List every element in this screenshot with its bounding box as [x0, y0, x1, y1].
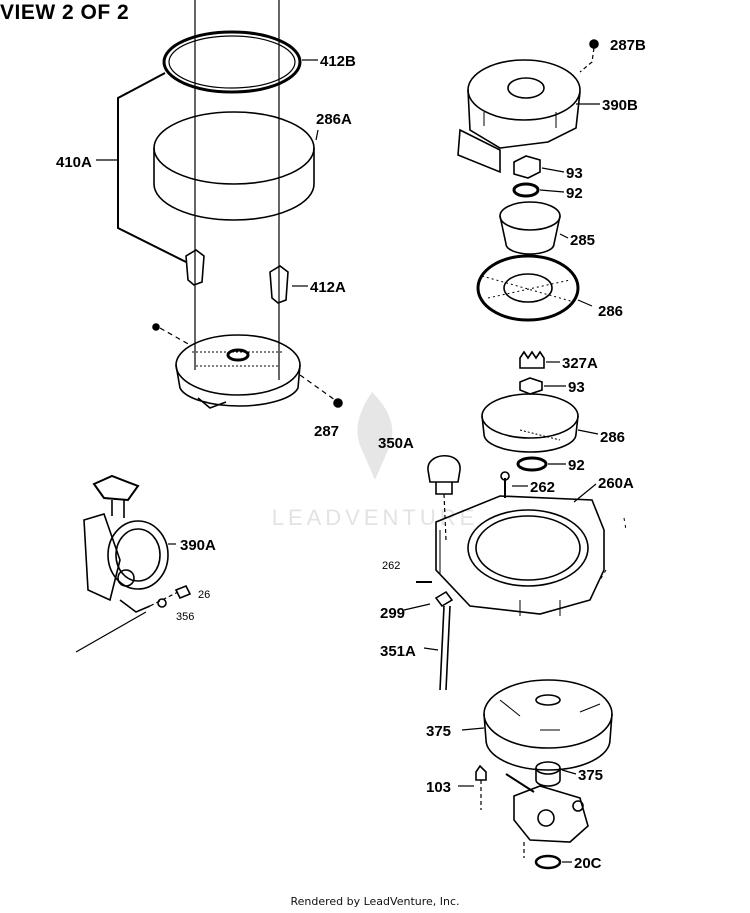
watermark-text: LEADVENTURE — [272, 505, 479, 530]
label-103: 103 — [426, 779, 451, 796]
footer-credit: Rendered by LeadVenture, Inc. — [290, 895, 460, 908]
label-412a: 412A — [310, 279, 346, 296]
part-286-filter-disk — [481, 393, 579, 453]
label-299: 299 — [380, 605, 405, 622]
label-412b: 412B — [320, 53, 356, 70]
part-286a-filter — [153, 111, 315, 221]
part-93-nut-lower — [519, 377, 543, 395]
label-262-lower: 262 — [382, 560, 400, 572]
part-carburetor-assembly — [505, 773, 589, 843]
label-287: 287 — [314, 423, 339, 440]
label-262-upper: 262 — [530, 479, 555, 496]
part-351a-hose — [439, 605, 451, 691]
label-92-lower: 92 — [568, 457, 585, 474]
label-351a: 351A — [380, 643, 416, 660]
page-title: VIEW 2 OF 2 — [0, 1, 130, 24]
part-375-pulley — [535, 761, 561, 787]
part-390b-cover — [457, 59, 581, 174]
part-412a-clips — [185, 249, 289, 304]
label-327a: 327A — [562, 355, 598, 372]
label-93-upper: 93 — [566, 165, 583, 182]
part-260a-blower-housing — [435, 495, 605, 616]
label-286-lower: 286 — [600, 429, 625, 446]
label-390a: 390A — [180, 537, 216, 554]
label-260a: 260A — [598, 475, 634, 492]
label-410a: 410A — [56, 154, 92, 171]
label-375-upper: 375 — [426, 723, 451, 740]
label-286-upper: 286 — [598, 303, 623, 320]
label-20c: 20C — [574, 855, 602, 872]
part-92-washer-lower — [516, 456, 548, 472]
part-286-foam-ring-upper — [476, 254, 580, 322]
part-285-cup — [499, 201, 561, 255]
label-92-upper: 92 — [566, 185, 583, 202]
label-350a: 350A — [378, 435, 414, 452]
part-350a-primer-bulb — [427, 455, 461, 495]
part-327a-gear — [519, 350, 545, 369]
part-93-nut-upper — [513, 155, 541, 179]
part-92-washer-upper — [512, 182, 540, 198]
part-20c-washer — [534, 854, 562, 870]
label-287b: 287B — [610, 37, 646, 54]
part-390a-side-starter — [83, 474, 169, 613]
watermark-logo — [357, 392, 393, 480]
label-375-lower: 375 — [578, 767, 603, 784]
part-375-rewind-starter — [483, 679, 613, 771]
label-93-lower: 93 — [568, 379, 585, 396]
label-356: 356 — [176, 611, 194, 623]
part-412b-ring — [162, 30, 302, 94]
label-390b: 390B — [602, 97, 638, 114]
label-26: 26 — [198, 589, 210, 601]
label-286a: 286A — [316, 111, 352, 128]
part-rewind-starter-housing — [175, 334, 301, 409]
bracket-410a — [117, 72, 187, 263]
label-285: 285 — [570, 232, 595, 249]
part-299-clip — [434, 590, 454, 608]
